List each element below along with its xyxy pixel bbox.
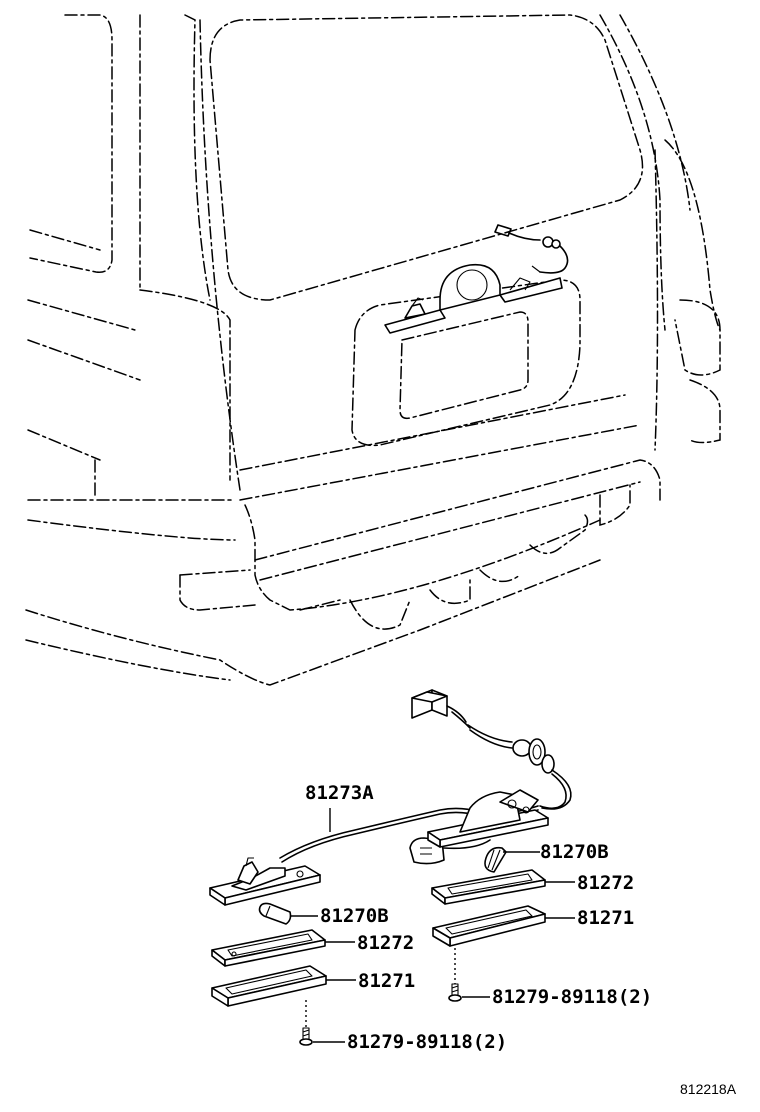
callout-gasket-left: 81272 bbox=[357, 932, 414, 954]
lamp-housing-right bbox=[427, 789, 549, 848]
gasket-left bbox=[211, 929, 326, 967]
figure-id: 812218A bbox=[680, 1081, 737, 1097]
callout-screw-left: 81279-89118(2) bbox=[347, 1031, 507, 1053]
lens-left bbox=[211, 965, 327, 1007]
callout-lens-left: 81271 bbox=[358, 970, 415, 992]
screw-right bbox=[448, 948, 462, 1002]
lens-right bbox=[432, 905, 546, 947]
vehicle-rear-outline bbox=[25, 14, 721, 686]
callout-gasket-right: 81272 bbox=[577, 872, 634, 894]
installed-license-lamps bbox=[384, 224, 569, 334]
callout-lens-right: 81271 bbox=[577, 907, 634, 929]
lamp-housing-left bbox=[209, 857, 321, 906]
callout-harness-81273a: 81273A bbox=[305, 782, 374, 804]
wire-harness-81273a bbox=[279, 689, 572, 865]
screw-left bbox=[299, 1000, 313, 1046]
gasket-right bbox=[431, 869, 546, 905]
callout-bulb-right: 81270B bbox=[540, 841, 609, 863]
callout-bulb-left: 81270B bbox=[320, 905, 389, 927]
bulb-left bbox=[258, 902, 292, 925]
leader-lines bbox=[290, 808, 575, 1043]
callout-screw-right: 81279-89118(2) bbox=[492, 986, 652, 1008]
callout-labels: 81273A 81270B 81272 81271 81279-89118(2)… bbox=[305, 782, 737, 1097]
bulb-right bbox=[484, 846, 507, 873]
